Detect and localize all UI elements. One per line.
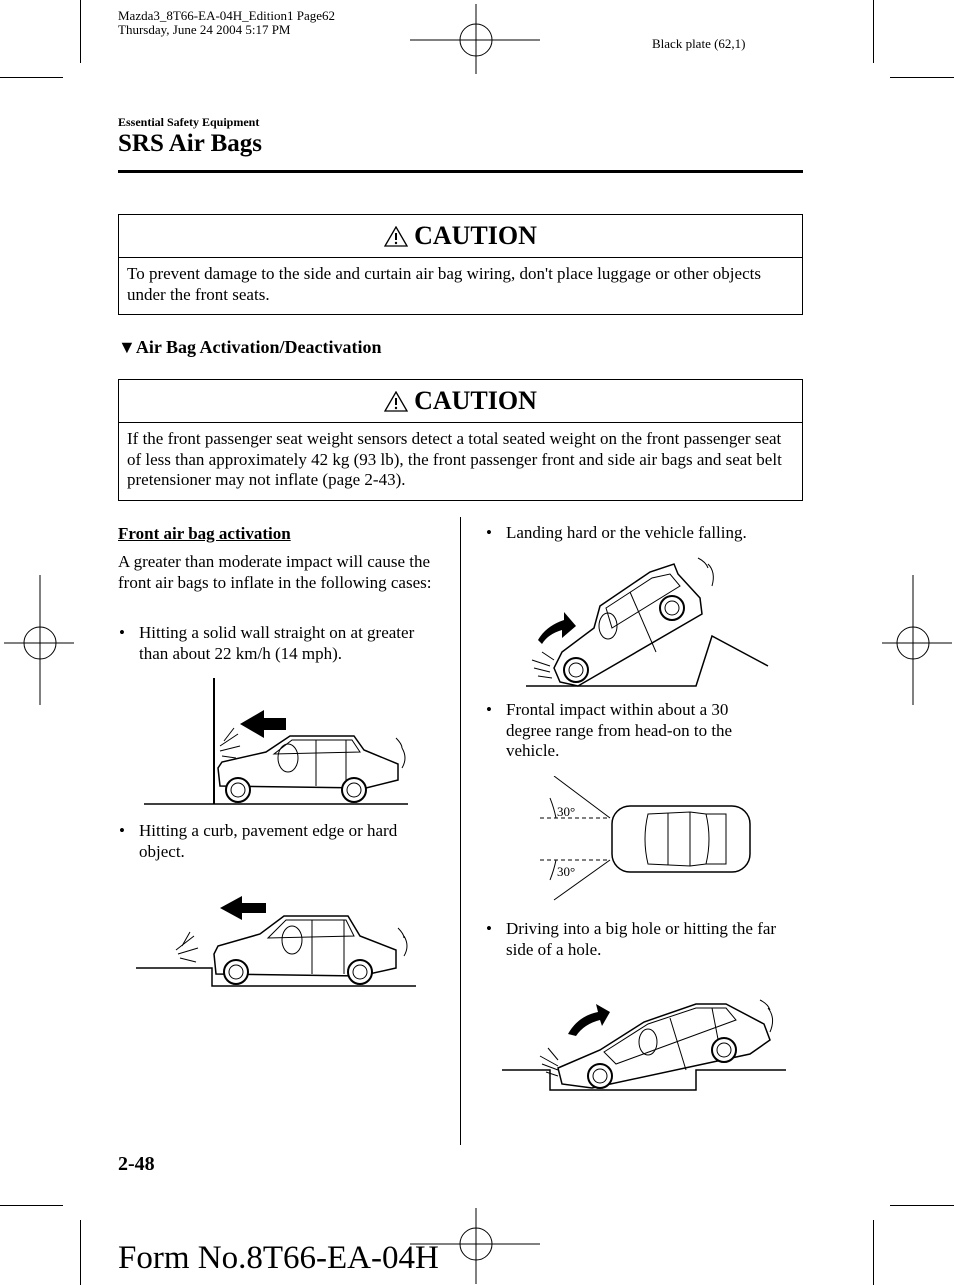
illustration-hole-impact	[502, 999, 786, 1091]
caution-heading-1: CAUTION	[119, 215, 802, 258]
warning-triangle-icon	[384, 390, 409, 412]
page-number: 2-48	[118, 1153, 155, 1175]
bullet-dot: •	[486, 523, 492, 542]
caution-box-2: CAUTION If the front passenger seat weig…	[118, 379, 803, 501]
registration-mark-left	[4, 575, 74, 705]
subheading: ▼Air Bag Activation/Deactivation	[118, 337, 381, 358]
caution-text-2: If the front passenger seat weight senso…	[127, 429, 782, 489]
illustration-landing-hard	[526, 557, 769, 687]
caution-label-1: CAUTION	[414, 221, 537, 250]
illustration-wall-impact	[144, 678, 408, 805]
registration-mark-right	[882, 575, 952, 705]
bullet-item: • Hitting a solid wall straight on at gr…	[119, 623, 439, 665]
bullet-dot: •	[486, 700, 492, 719]
print-header-line2: Thursday, June 24 2004 5:17 PM	[118, 22, 291, 37]
caution-heading-2: CAUTION	[119, 380, 802, 423]
page-title: SRS Air Bags	[118, 130, 263, 157]
bullet-item: • Driving into a big hole or hitting the…	[486, 919, 806, 961]
bullet-dot: •	[119, 623, 125, 642]
column-divider	[460, 517, 461, 1145]
print-header-plate: Black plate (62,1)	[652, 36, 746, 51]
intro-paragraph: A greater than moderate impact will caus…	[118, 552, 432, 592]
angle-label-top: 30°	[557, 804, 576, 819]
subheading-text: Air Bag Activation/Deactivation	[135, 337, 382, 357]
angle-label-bottom: 30°	[557, 864, 576, 879]
print-header-line1: Mazda3_8T66-EA-04H_Edition1 Page62	[118, 8, 335, 23]
bullet-text: Hitting a curb, pavement edge or hard ob…	[139, 821, 398, 861]
warning-triangle-icon	[384, 225, 409, 247]
bullet-dot: •	[119, 821, 125, 840]
caution-box-1: CAUTION To prevent damage to the side an…	[118, 214, 803, 315]
illustration-frontal-range: 30° 30°	[540, 776, 756, 902]
front-airbag-activation-heading: Front air bag activation	[118, 524, 291, 543]
caution-text-1: To prevent damage to the side and curtai…	[127, 264, 761, 304]
title-rule	[118, 170, 803, 173]
bullet-text: Landing hard or the vehicle falling.	[506, 523, 747, 542]
bullet-item: • Landing hard or the vehicle falling.	[486, 523, 806, 545]
illustration-curb-impact	[136, 896, 416, 987]
registration-mark-bottom	[410, 1208, 540, 1284]
caution-label-2: CAUTION	[414, 386, 537, 415]
bullet-text: Hitting a solid wall straight on at grea…	[139, 623, 415, 663]
bullet-text: Driving into a big hole or hitting the f…	[506, 919, 777, 959]
registration-mark-top	[410, 4, 540, 74]
triangle-marker-icon: ▼	[118, 337, 136, 357]
form-number: Form No.8T66-EA-04H	[118, 1240, 439, 1276]
section-label: Essential Safety Equipment	[118, 115, 260, 129]
bullet-item: • Hitting a curb, pavement edge or hard …	[119, 821, 439, 863]
bullet-dot: •	[486, 919, 492, 938]
bullet-text: Frontal impact within about a 30 degree …	[506, 700, 733, 760]
bullet-item: • Frontal impact within about a 30 degre…	[486, 700, 806, 762]
